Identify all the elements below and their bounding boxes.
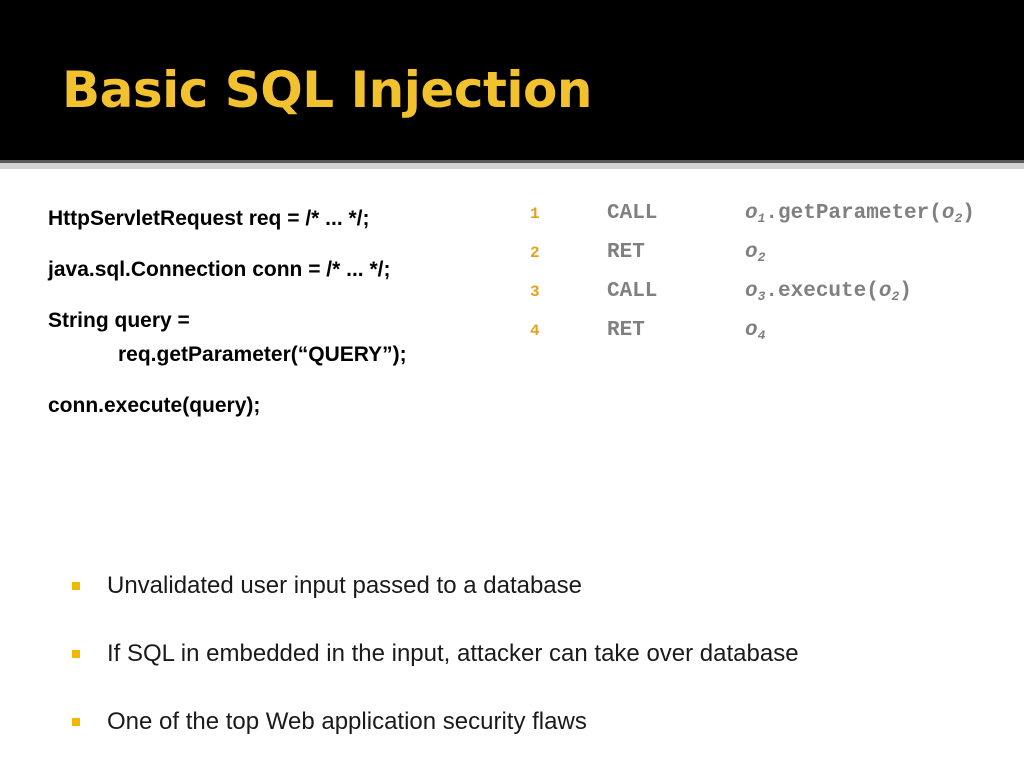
trace-argument-index: 2 bbox=[954, 211, 963, 226]
code-line: conn.execute(query); bbox=[48, 394, 261, 417]
square-bullet-icon bbox=[72, 650, 80, 658]
trace-method: .getParameter( bbox=[765, 202, 942, 225]
trace-line-number: 1 bbox=[530, 205, 540, 223]
trace-close-paren: ) bbox=[962, 202, 975, 225]
trace-operand: o2 bbox=[745, 237, 765, 269]
trace-opcode: RET bbox=[607, 241, 645, 264]
trace-operand: o4 bbox=[745, 315, 765, 347]
slide-title: Basic SQL Injection bbox=[62, 61, 592, 119]
code-line: req.getParameter(“QUERY”); bbox=[118, 343, 407, 366]
trace-object: o bbox=[745, 280, 758, 303]
title-divider-dark bbox=[0, 160, 1024, 163]
trace-object-index: 4 bbox=[757, 328, 766, 343]
title-bar: Basic SQL Injection bbox=[0, 0, 1024, 160]
bullet-text: If SQL in embedded in the input, attacke… bbox=[107, 640, 799, 667]
trace-object-index: 3 bbox=[757, 289, 766, 304]
trace-operand: o3.execute(o2) bbox=[745, 276, 912, 308]
trace-object: o bbox=[745, 241, 758, 264]
trace-row: 3 CALL o3.execute(o2) bbox=[530, 276, 1024, 310]
trace-line-number: 3 bbox=[530, 283, 540, 301]
trace-line-number: 2 bbox=[530, 244, 540, 262]
trace-object: o bbox=[745, 202, 758, 225]
trace-argument: o bbox=[941, 202, 955, 225]
trace-opcode: CALL bbox=[607, 202, 658, 225]
bullet-item: One of the top Web application security … bbox=[72, 706, 1012, 742]
bullet-text: Unvalidated user input passed to a datab… bbox=[107, 572, 582, 599]
trace-row: 1 CALL o1.getParameter(o2) bbox=[530, 198, 1024, 232]
code-line: java.sql.Connection conn = /* ... */; bbox=[48, 258, 391, 281]
trace-operand: o1.getParameter(o2) bbox=[745, 198, 975, 230]
trace-object-index: 2 bbox=[757, 250, 766, 265]
trace-line-number: 4 bbox=[530, 322, 540, 340]
title-divider-light bbox=[0, 163, 1024, 169]
trace-row: 4 RET o4 bbox=[530, 315, 1024, 349]
trace-row: 2 RET o2 bbox=[530, 237, 1024, 271]
code-line: HttpServletRequest req = /* ... */; bbox=[48, 207, 370, 230]
trace-method: .execute( bbox=[765, 280, 879, 303]
trace-argument: o bbox=[878, 280, 892, 303]
trace-opcode: CALL bbox=[607, 280, 658, 303]
code-line: String query = bbox=[48, 309, 190, 332]
bullet-item: If SQL in embedded in the input, attacke… bbox=[72, 638, 1012, 674]
trace-argument-index: 2 bbox=[891, 289, 900, 304]
square-bullet-icon bbox=[72, 718, 80, 726]
trace-object-index: 1 bbox=[757, 211, 766, 226]
trace-opcode: RET bbox=[607, 319, 645, 342]
bullet-item: Unvalidated user input passed to a datab… bbox=[72, 570, 1012, 606]
trace-close-paren: ) bbox=[899, 280, 912, 303]
bullet-text: One of the top Web application security … bbox=[107, 708, 587, 735]
square-bullet-icon bbox=[72, 582, 80, 590]
trace-object: o bbox=[745, 319, 758, 342]
